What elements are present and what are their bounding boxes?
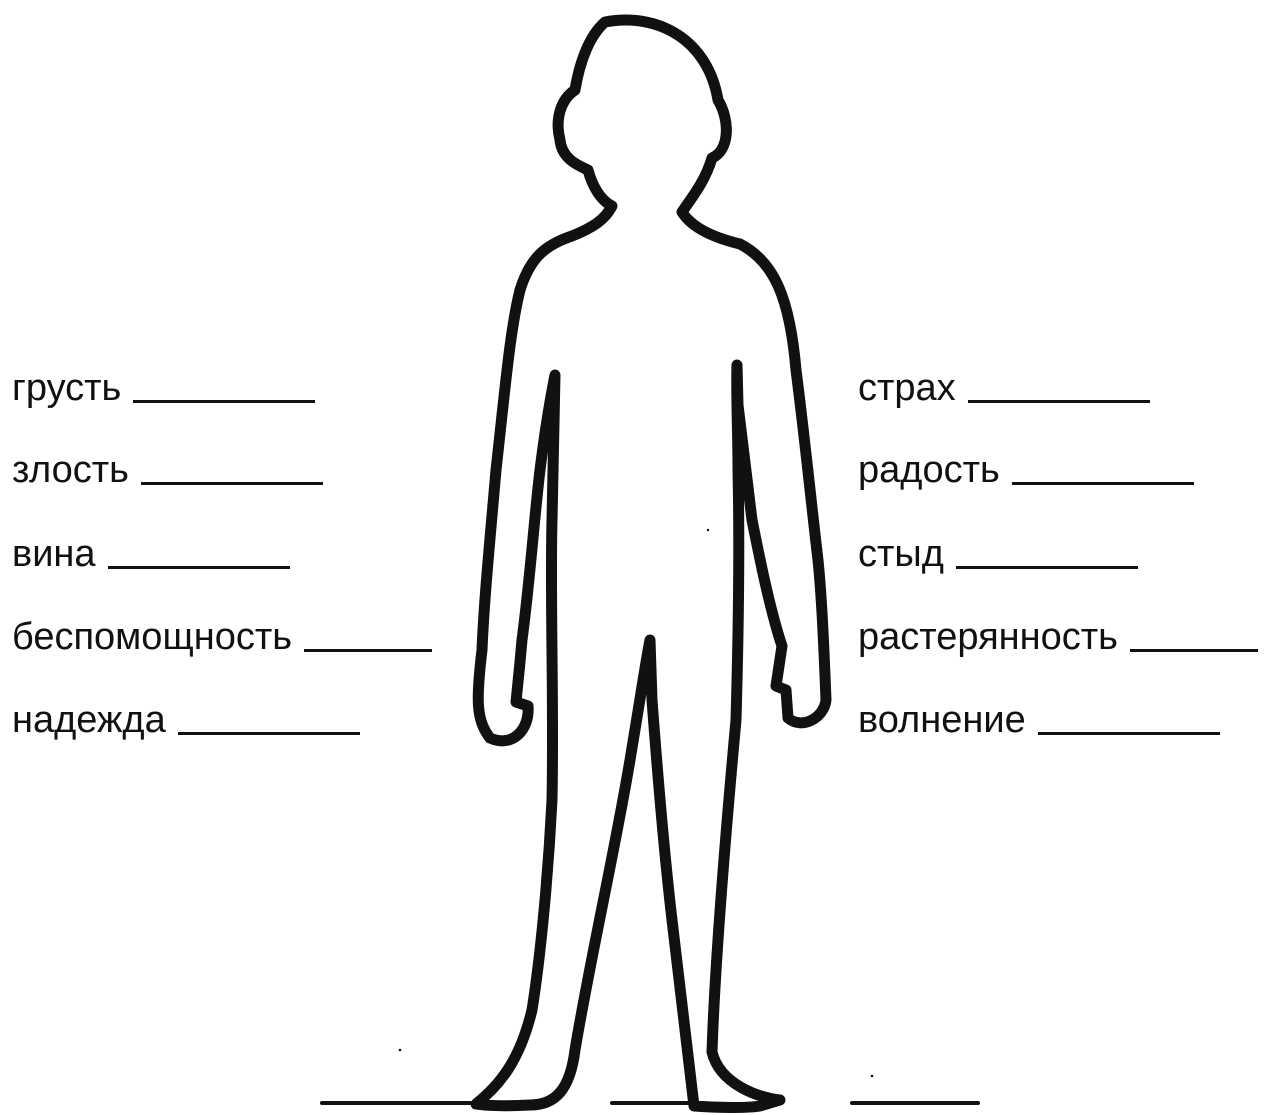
emotion-row-joy: радость [858,448,1194,492]
emotion-row-excitement: волнение [858,698,1220,742]
answer-blank[interactable] [968,376,1150,403]
answer-blank[interactable] [178,708,360,735]
answer-blank[interactable] [1038,708,1220,735]
emotion-label: вина [12,532,96,576]
answer-blank[interactable] [956,542,1138,569]
answer-blank[interactable] [1130,625,1258,652]
answer-blank[interactable] [141,458,323,485]
emotion-row-helplessness: беспомощность [12,615,432,659]
emotion-label: стыд [858,532,944,576]
emotion-row-sadness: грусть [12,366,315,410]
emotion-label: надежда [12,698,166,742]
answer-blank[interactable] [1012,458,1194,485]
emotion-row-fear: страх [858,366,1150,410]
emotion-row-anger: злость [12,448,323,492]
answer-blank[interactable] [108,542,290,569]
emotion-label: растерянность [858,615,1118,659]
answer-blank[interactable] [304,625,432,652]
emotion-row-shame: стыд [858,532,1138,576]
emotion-label: страх [858,366,956,410]
emotion-label: грусть [12,366,121,410]
emotion-row-confusion: растерянность [858,615,1258,659]
answer-blank[interactable] [133,376,315,403]
emotion-label: беспомощность [12,615,292,659]
emotion-label: волнение [858,698,1026,742]
emotion-label: радость [858,448,1000,492]
emotion-row-hope: надежда [12,698,360,742]
emotion-label: злость [12,448,129,492]
emotion-row-guilt: вина [12,532,290,576]
